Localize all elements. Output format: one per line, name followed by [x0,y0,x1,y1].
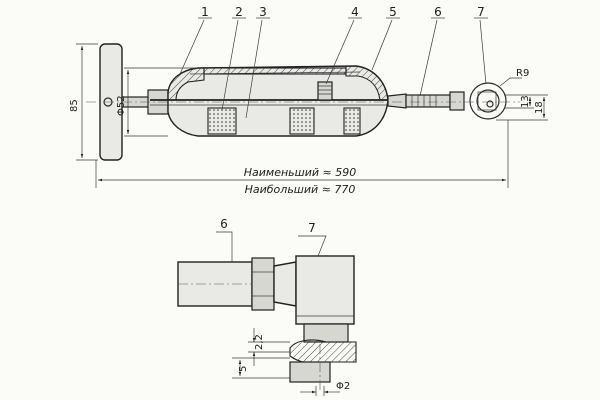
detail-view-hose-chuck: 6 7 2,2 5 Φ2 [177,217,357,396]
callout-4: 4 [351,5,359,19]
chuck-collar [449,91,465,111]
detail-callout-6: 6 [220,217,228,231]
detail-neck [273,261,297,307]
chuck-square [477,91,497,111]
dimension-85-label: 85 [69,99,80,112]
detail-leader-6 [216,231,233,262]
chuck-head-inner [476,89,500,113]
callout-1: 1 [201,5,209,19]
dimension-2-2-label: 2,2 [254,334,265,350]
dimension-18-label: 18 [534,101,545,114]
main-assembly-view: 1 2 3 4 5 6 7 85 Φ52 R9 13 18 Наименьший… [69,5,548,196]
dimension-diameter-52 [124,67,198,137]
dimension-phi52-label: Φ52 [116,95,127,116]
packing-middle [289,107,315,135]
detail-chuck-section [289,339,357,365]
dimension-5-label: 5 [238,366,249,372]
detail-valve-stem [289,361,331,383]
packing-right [343,107,361,135]
detail-chuck-head [295,255,355,325]
length-min-label: Наименьший ≈ 590 [244,166,356,179]
callout-7: 7 [477,5,485,19]
valve-part-4 [317,81,333,101]
dimension-13-label: 13 [520,95,531,108]
detail-chuck-base [303,323,349,343]
callout-3: 3 [259,5,267,19]
dimension-chuck [496,77,548,121]
detail-dimensions [232,328,340,396]
dimension-height [76,43,98,161]
dimension-phi2-label: Φ2 [336,381,350,392]
callout-5: 5 [389,5,397,19]
detail-hose-nut [251,257,275,311]
left-end-cap-section [167,67,205,101]
callout-6: 6 [434,5,442,19]
packing-left [207,107,237,135]
chuck-valve-hole [486,100,494,108]
detail-leader-7 [298,235,327,257]
detail-callout-7: 7 [308,221,316,235]
barrel-wall-section [203,67,347,75]
chuck-head-outer [469,82,507,120]
dimension-r9-label: R9 [516,68,529,79]
outlet-nozzle [387,93,407,109]
length-max-label: Наибольший ≈ 770 [245,183,356,196]
callout-2: 2 [235,5,243,19]
dimension-overall-length [95,120,509,188]
hose-fitting [405,94,451,108]
callout-leaders [179,17,488,119]
